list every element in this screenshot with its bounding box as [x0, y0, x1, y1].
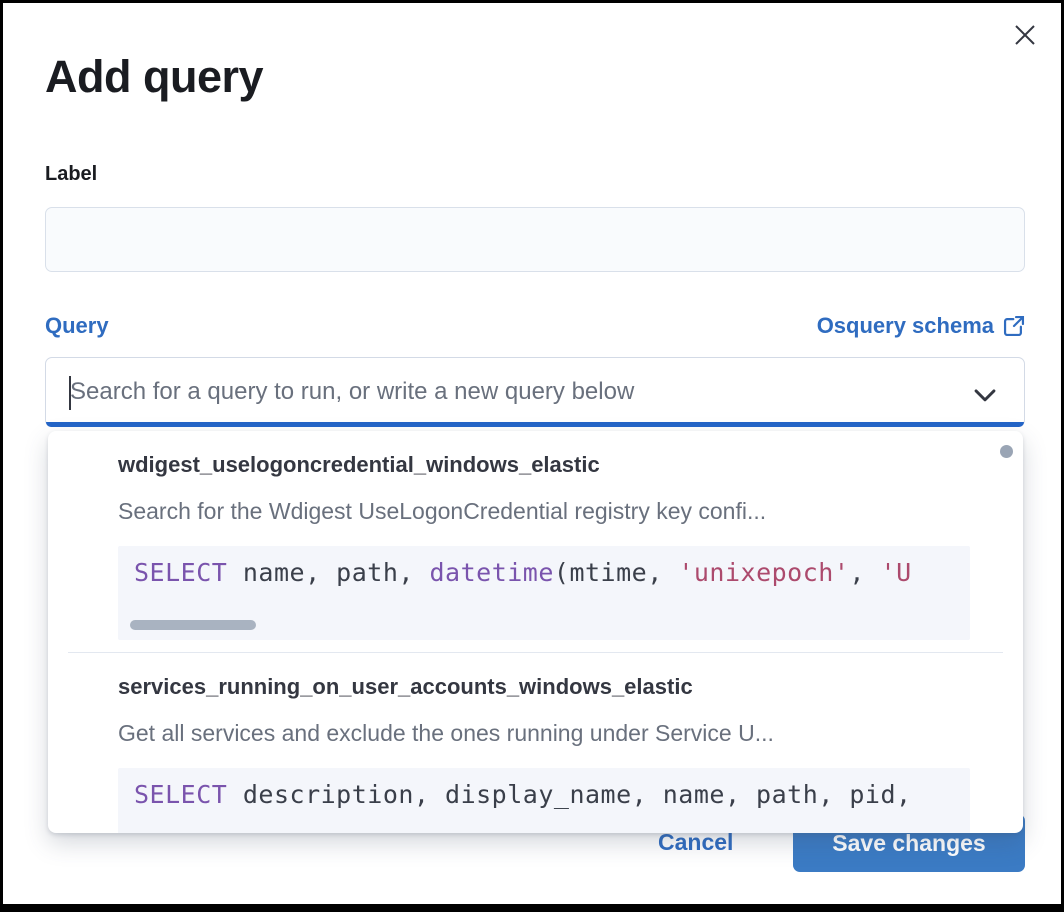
horizontal-scrollbar-thumb[interactable]: [130, 620, 256, 630]
query-field-header: Query Osquery schema: [45, 313, 1025, 339]
external-link-icon: [1003, 315, 1025, 337]
option-divider: [68, 652, 1003, 653]
page-title: Add query: [45, 51, 264, 102]
close-icon: [1015, 25, 1035, 45]
query-option-title: services_running_on_user_accounts_window…: [118, 674, 693, 699]
sql-code: SELECT name, path, datetime(mtime, 'unix…: [134, 558, 912, 587]
query-field-label: Query: [45, 313, 109, 338]
chevron-down-icon[interactable]: [972, 382, 998, 408]
dropdown-scrollbar-thumb[interactable]: [1000, 445, 1013, 458]
list-item[interactable]: services_running_on_user_accounts_window…: [48, 653, 1023, 833]
query-code-preview: SELECT description, display_name, name, …: [118, 768, 970, 833]
text-caret: [69, 376, 71, 410]
list-item[interactable]: wdigest_uselogoncredential_windows_elast…: [48, 431, 1023, 640]
query-suggestions-dropdown: wdigest_uselogoncredential_windows_elast…: [48, 431, 1023, 833]
query-option-description: Get all services and exclude the ones ru…: [118, 720, 774, 746]
osquery-schema-link-label: Osquery schema: [816, 313, 994, 338]
query-option-title: wdigest_uselogoncredential_windows_elast…: [118, 452, 600, 477]
query-option-description: Search for the Wdigest UseLogonCredentia…: [118, 498, 767, 524]
query-code-preview: SELECT name, path, datetime(mtime, 'unix…: [118, 546, 970, 640]
osquery-schema-link[interactable]: Osquery schema: [817, 313, 1025, 339]
close-icon[interactable]: [1003, 13, 1047, 57]
label-input[interactable]: [45, 207, 1025, 272]
query-search-input[interactable]: [46, 358, 1024, 426]
query-combobox[interactable]: [45, 357, 1025, 427]
sql-code: SELECT description, display_name, name, …: [134, 780, 912, 809]
label-field-label: Label: [45, 163, 98, 185]
